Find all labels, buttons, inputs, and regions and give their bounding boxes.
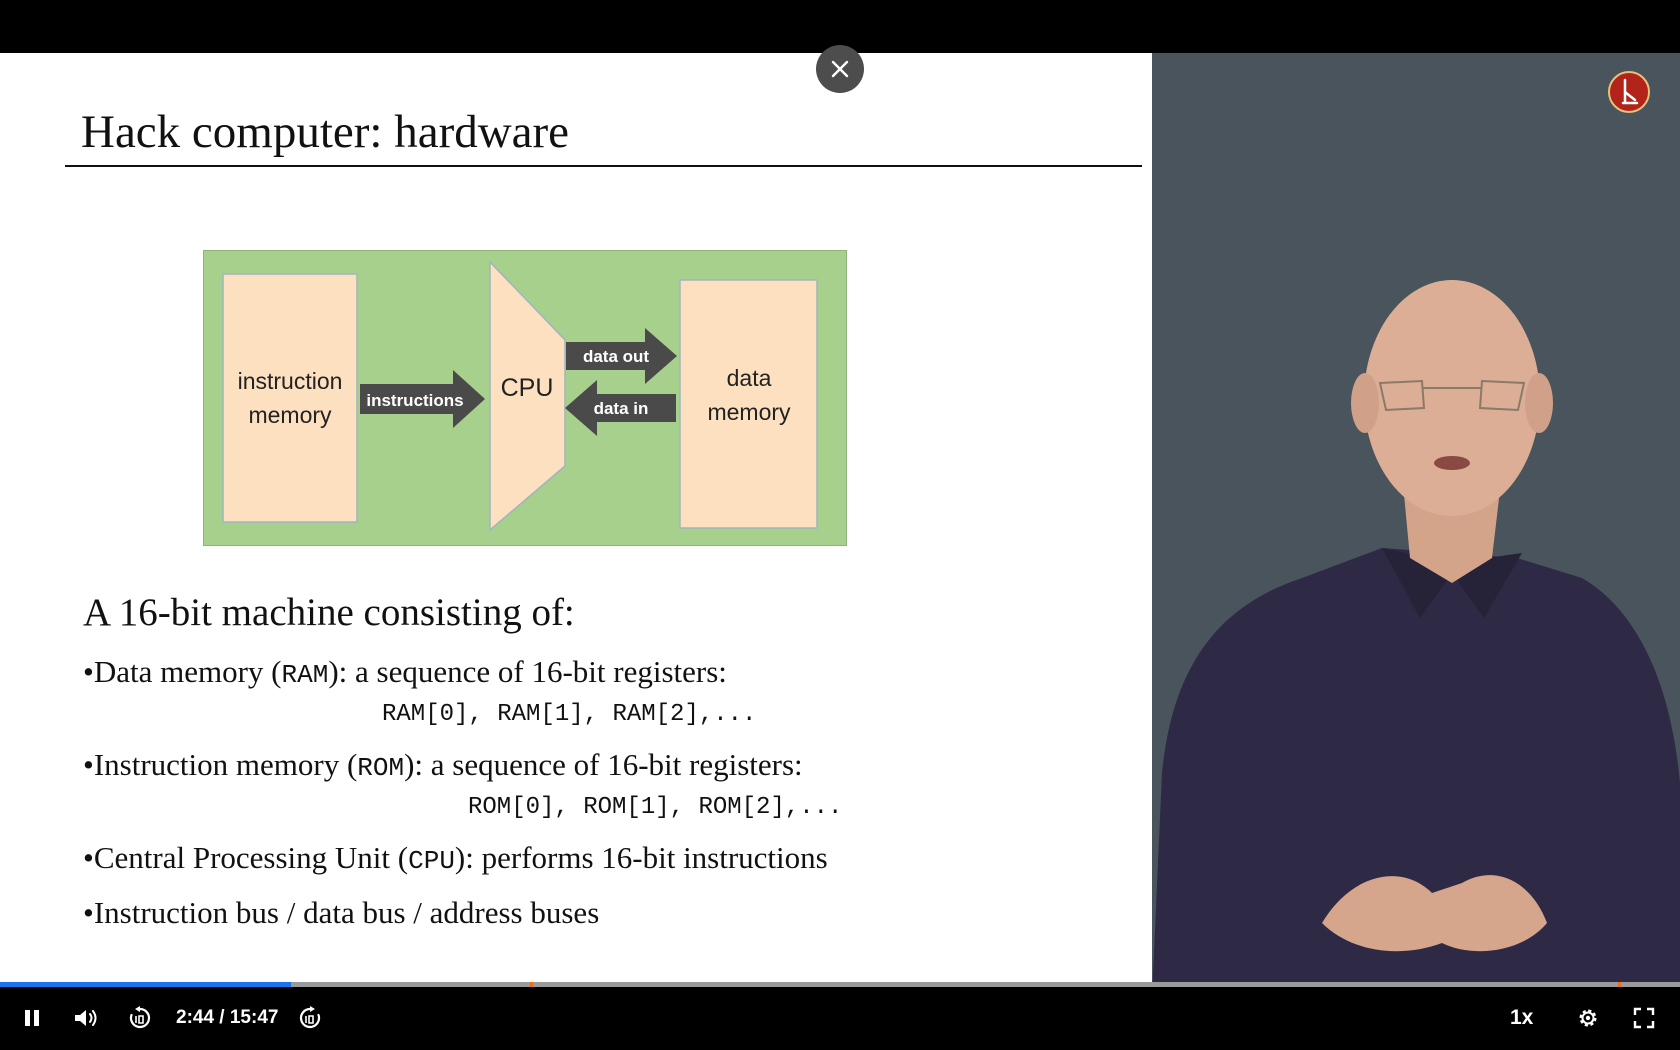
pause-button[interactable] <box>14 997 50 1039</box>
hardware-diagram: instruction memory instructions CPU data… <box>203 250 847 546</box>
pause-icon <box>25 1010 39 1026</box>
fullscreen-icon <box>1633 1007 1655 1029</box>
progress-fill <box>0 982 291 987</box>
fullscreen-button[interactable] <box>1626 997 1662 1039</box>
presenter-glasses <box>1378 379 1526 412</box>
data-memory-block <box>679 279 818 529</box>
bullet-instruction-memory: •Instruction memory (ROM): a sequence of… <box>83 747 803 783</box>
bullet-text-pre: •Instruction memory ( <box>83 747 358 782</box>
bullet-cpu: •Central Processing Unit (CPU): performs… <box>83 840 828 876</box>
data-memory-label-1: data <box>727 365 772 391</box>
instruction-memory-label-1: instruction <box>238 368 343 394</box>
instruction-memory-block <box>222 273 358 523</box>
presenter-ear-right <box>1525 373 1553 433</box>
slide-intro: A 16-bit machine consisting of: <box>83 591 575 634</box>
playback-speed-button[interactable]: 1x <box>1510 1006 1534 1029</box>
volume-icon <box>75 1010 97 1026</box>
settings-icon <box>1579 1009 1597 1027</box>
top-letterbox <box>0 0 1680 53</box>
ram-registers-line: RAM[0], RAM[1], RAM[2],... <box>382 701 757 728</box>
cpu-label: CPU <box>501 374 554 402</box>
data-memory-label-2: memory <box>707 399 791 425</box>
presenter-figure <box>1152 280 1680 997</box>
data-out-arrow <box>566 328 677 384</box>
progress-bar[interactable] <box>0 982 1680 987</box>
data-out-arrow-label: data out <box>583 347 649 366</box>
bullet-text-pre: •Central Processing Unit ( <box>83 840 409 875</box>
bullet-data-memory: •Data memory (RAM): a sequence of 16-bit… <box>83 654 727 690</box>
slide-title: Hack computer: hardware <box>81 106 570 158</box>
presenter-collar <box>1382 548 1522 618</box>
close-button[interactable] <box>816 45 864 93</box>
rewind-10-icon <box>129 1006 151 1029</box>
instruction-memory-label-2: memory <box>248 402 332 428</box>
presenter-shirt <box>1152 548 1680 997</box>
bullet-buses: •Instruction bus / data bus / address bu… <box>83 895 600 930</box>
forward-10-button[interactable] <box>292 997 328 1039</box>
lecture-slide: Hack computer: hardware instruction memo… <box>0 53 1152 997</box>
chapter-marker <box>1618 982 1621 987</box>
channel-logo-icon <box>1608 71 1650 113</box>
presenter-ear-left <box>1351 373 1379 433</box>
time-display: 2:44 / 15:47 <box>176 1007 279 1028</box>
close-icon <box>831 60 849 78</box>
bullet-code-rom: ROM <box>357 753 405 783</box>
presenter-head <box>1364 280 1540 516</box>
cpu-block <box>489 260 566 532</box>
data-in-arrow-label: data in <box>594 399 649 418</box>
presenter-mouth <box>1434 456 1470 470</box>
rewind-10-button[interactable] <box>122 997 158 1039</box>
bullet-text-post: ): a sequence of 16-bit registers: <box>404 747 803 782</box>
title-underline <box>65 165 1142 167</box>
instructions-arrow-label: instructions <box>366 391 463 410</box>
bullet-text-post: ): performs 16-bit instructions <box>454 840 828 875</box>
chapter-marker <box>530 982 533 987</box>
bullet-text-pre: •Data memory ( <box>83 654 282 689</box>
settings-button[interactable] <box>1570 997 1606 1039</box>
forward-10-icon <box>299 1006 321 1029</box>
presenter-panel <box>1152 53 1680 997</box>
bullet-text-post: ): a sequence of 16-bit registers: <box>328 654 727 689</box>
presenter-hands <box>1322 875 1547 952</box>
bullet-code-ram: RAM <box>281 660 329 690</box>
bullet-code-cpu: CPU <box>408 846 455 876</box>
rom-registers-line: ROM[0], ROM[1], ROM[2],... <box>468 794 843 821</box>
volume-button[interactable] <box>66 997 106 1039</box>
instructions-arrow <box>360 370 485 428</box>
player-controls: 2:44 / 15:47 1x <box>0 987 1680 1050</box>
data-in-arrow <box>565 380 676 436</box>
